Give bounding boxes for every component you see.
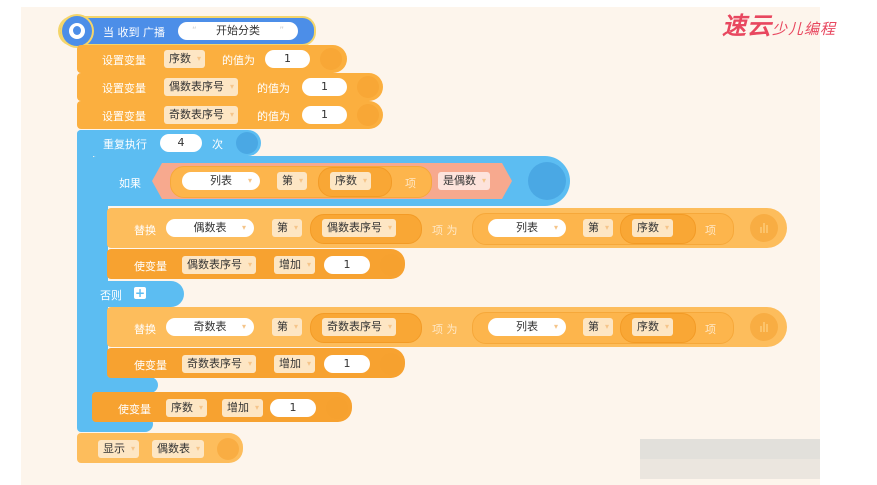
list-dropdown[interactable]: 列表 (182, 172, 260, 190)
source-list-dropdown[interactable]: 列表 (488, 318, 566, 336)
change-label: 使变量 (134, 260, 167, 273)
op-dropdown[interactable]: 增加 (274, 355, 315, 373)
broadcast-dropdown[interactable]: “ 开始分类 ” (178, 22, 298, 40)
repeat-arm (77, 130, 93, 430)
target-list-dropdown[interactable]: 偶数表 (166, 219, 254, 237)
to-label: 的值为 (257, 110, 290, 123)
var-dropdown[interactable]: 序数 (166, 399, 207, 417)
var-dropdown[interactable]: 序数 (164, 50, 205, 68)
pen-icon (320, 48, 342, 70)
blurred-region (640, 439, 820, 479)
index-var-dropdown[interactable]: 偶数表序号 (322, 219, 396, 237)
value-input[interactable]: 1 (324, 355, 370, 373)
set-var-label: 设置变量 (102, 82, 146, 95)
nth-dropdown[interactable]: 第 (272, 318, 302, 336)
item-as-label: 项 为 (432, 323, 458, 336)
nth-dropdown[interactable]: 第 (272, 219, 302, 237)
pen-icon (380, 254, 402, 276)
item-label: 项 (705, 323, 716, 336)
add-branch-button[interactable]: + (134, 286, 146, 300)
change-label: 使变量 (118, 403, 151, 416)
target-list-dropdown[interactable]: 奇数表 (166, 318, 254, 336)
repeat-unit: 次 (212, 138, 223, 151)
index-var-dropdown[interactable]: 序数 (330, 172, 371, 190)
replace-label: 替换 (134, 323, 156, 336)
pen-icon (357, 104, 379, 126)
gamepad-icon (236, 132, 258, 154)
value-input[interactable]: 1 (270, 399, 316, 417)
hat-label: 当 收到 广播 (103, 26, 165, 39)
index-var-dropdown[interactable]: 序数 (632, 219, 673, 237)
op-dropdown[interactable]: 增加 (222, 399, 263, 417)
nth-dropdown[interactable]: 第 (277, 172, 307, 190)
pen-icon (380, 353, 402, 375)
to-label: 的值为 (257, 82, 290, 95)
list-chart-icon (750, 313, 778, 341)
pen-icon (326, 397, 348, 419)
source-list-dropdown[interactable]: 列表 (488, 219, 566, 237)
value-input[interactable]: 1 (302, 78, 347, 96)
var-dropdown[interactable]: 偶数表序号 (164, 78, 238, 96)
nth-dropdown[interactable]: 第 (583, 318, 613, 336)
replace-label: 替换 (134, 224, 156, 237)
value-input[interactable]: 1 (265, 50, 310, 68)
op-dropdown[interactable]: 增加 (274, 256, 315, 274)
if-foot (92, 377, 158, 393)
var-dropdown[interactable]: 偶数表序号 (182, 256, 256, 274)
nth-dropdown[interactable]: 第 (583, 219, 613, 237)
item-as-label: 项 为 (432, 224, 458, 237)
set-var-label: 设置变量 (102, 110, 146, 123)
index-var-dropdown[interactable]: 序数 (632, 318, 673, 336)
change-label: 使变量 (134, 359, 167, 372)
item-label: 项 (705, 224, 716, 237)
gamepad-icon (528, 162, 566, 200)
pen-icon (357, 76, 379, 98)
broadcast-icon (62, 16, 92, 46)
watermark-logo: 速云少儿编程 (722, 11, 837, 40)
pen-icon (217, 438, 239, 460)
repeat-count-input[interactable]: 4 (160, 134, 202, 152)
set-var-label: 设置变量 (102, 54, 146, 67)
item-label: 项 (405, 177, 416, 190)
list-chart-icon (750, 214, 778, 242)
show-dropdown[interactable]: 显示 (98, 440, 139, 458)
index-var-dropdown[interactable]: 奇数表序号 (322, 318, 396, 336)
repeat-label: 重复执行 (103, 138, 147, 151)
predicate-dropdown[interactable]: 是偶数 (438, 172, 490, 190)
to-label: 的值为 (222, 54, 255, 67)
if-label: 如果 (119, 177, 141, 190)
var-dropdown[interactable]: 奇数表序号 (182, 355, 256, 373)
var-dropdown[interactable]: 奇数表序号 (164, 106, 238, 124)
value-input[interactable]: 1 (302, 106, 347, 124)
list-dropdown[interactable]: 偶数表 (152, 440, 204, 458)
else-label: 否则 (100, 289, 122, 302)
value-input[interactable]: 1 (324, 256, 370, 274)
